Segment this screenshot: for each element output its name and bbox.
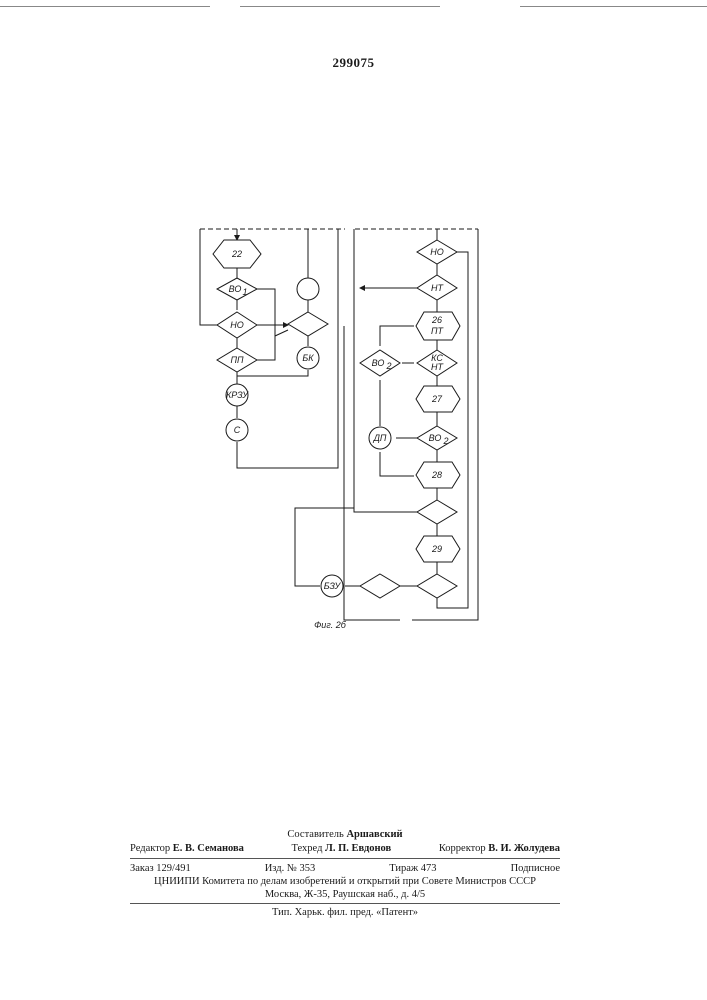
label-no-left: НО [230,320,244,330]
label-vo2-right-sub: 2 [442,436,448,446]
figure-caption: Фиг. 2б [314,620,347,630]
imprint-order-line: Заказ 129/491 Изд. № 353 Тираж 473 Подпи… [130,862,560,875]
label-ks-bottom: НТ [431,362,444,372]
print-run: Тираж 473 [389,862,436,875]
decision-middle [288,312,328,336]
label-vo2-left: ВО [372,358,385,368]
label-no-right: НО [430,247,444,257]
label-pp: ПП [230,355,244,365]
label-vo1: ВО [229,284,242,294]
address-text: Москва, Ж-35, Раушская наб., д. 4/5 [130,888,560,901]
label-dp: ДП [373,433,387,443]
decision-bottom-right [417,574,457,598]
label-krzu: КРЗУ [226,390,249,400]
compiler-name: Аршавский [346,829,402,840]
subscription: Подписное [511,862,560,875]
label-s: С [234,425,241,435]
edition-number: Изд. № 353 [265,862,316,875]
decision-bottom-left [360,574,400,598]
label-26-bottom: ПТ [431,326,445,336]
label-nt: НТ [431,283,444,293]
editor-name: Е. В. Семанова [173,843,244,854]
label-vo2-left-sub: 2 [385,361,391,371]
org-text: ЦНИИПИ Комитета по делам изобретений и о… [130,875,560,888]
corrector-label: Корректор [439,843,486,854]
connector-empty [297,278,319,300]
corrector-name: В. И. Жолудева [488,843,560,854]
imprint-divider-2 [130,903,560,904]
imprint-editors-line: Редактор Е. В. Семанова Техред Л. П. Евд… [130,842,560,855]
imprint-org-line: ЦНИИПИ Комитета по делам изобретений и о… [130,875,560,888]
editor-label: Редактор [130,843,170,854]
printing-text: Тип. Харьк. фил. пред. «Патент» [130,906,560,919]
compiler-label: Составитель [287,829,343,840]
label-bk: БК [302,353,314,363]
imprint-address-line: Москва, Ж-35, Раушская наб., д. 4/5 [130,888,560,901]
label-vo1-sub: 1 [242,287,247,297]
decision-lower [417,500,457,524]
label-27: 27 [431,394,443,404]
imprint-divider-1 [130,858,560,859]
order-number: Заказ 129/491 [130,862,191,875]
imprint-compiler-line: Составитель Аршавский [130,828,560,841]
label-22: 22 [231,249,242,259]
label-28: 28 [431,470,442,480]
imprint-printing-line: Тип. Харьк. фил. пред. «Патент» [130,906,560,919]
label-26-top: 26 [431,315,442,325]
techred-name: Л. П. Евдонов [325,843,391,854]
techred-label: Техред [292,843,323,854]
label-bzu: БЗУ [324,581,342,591]
label-29: 29 [431,544,442,554]
label-vo2-right: ВО [429,433,442,443]
